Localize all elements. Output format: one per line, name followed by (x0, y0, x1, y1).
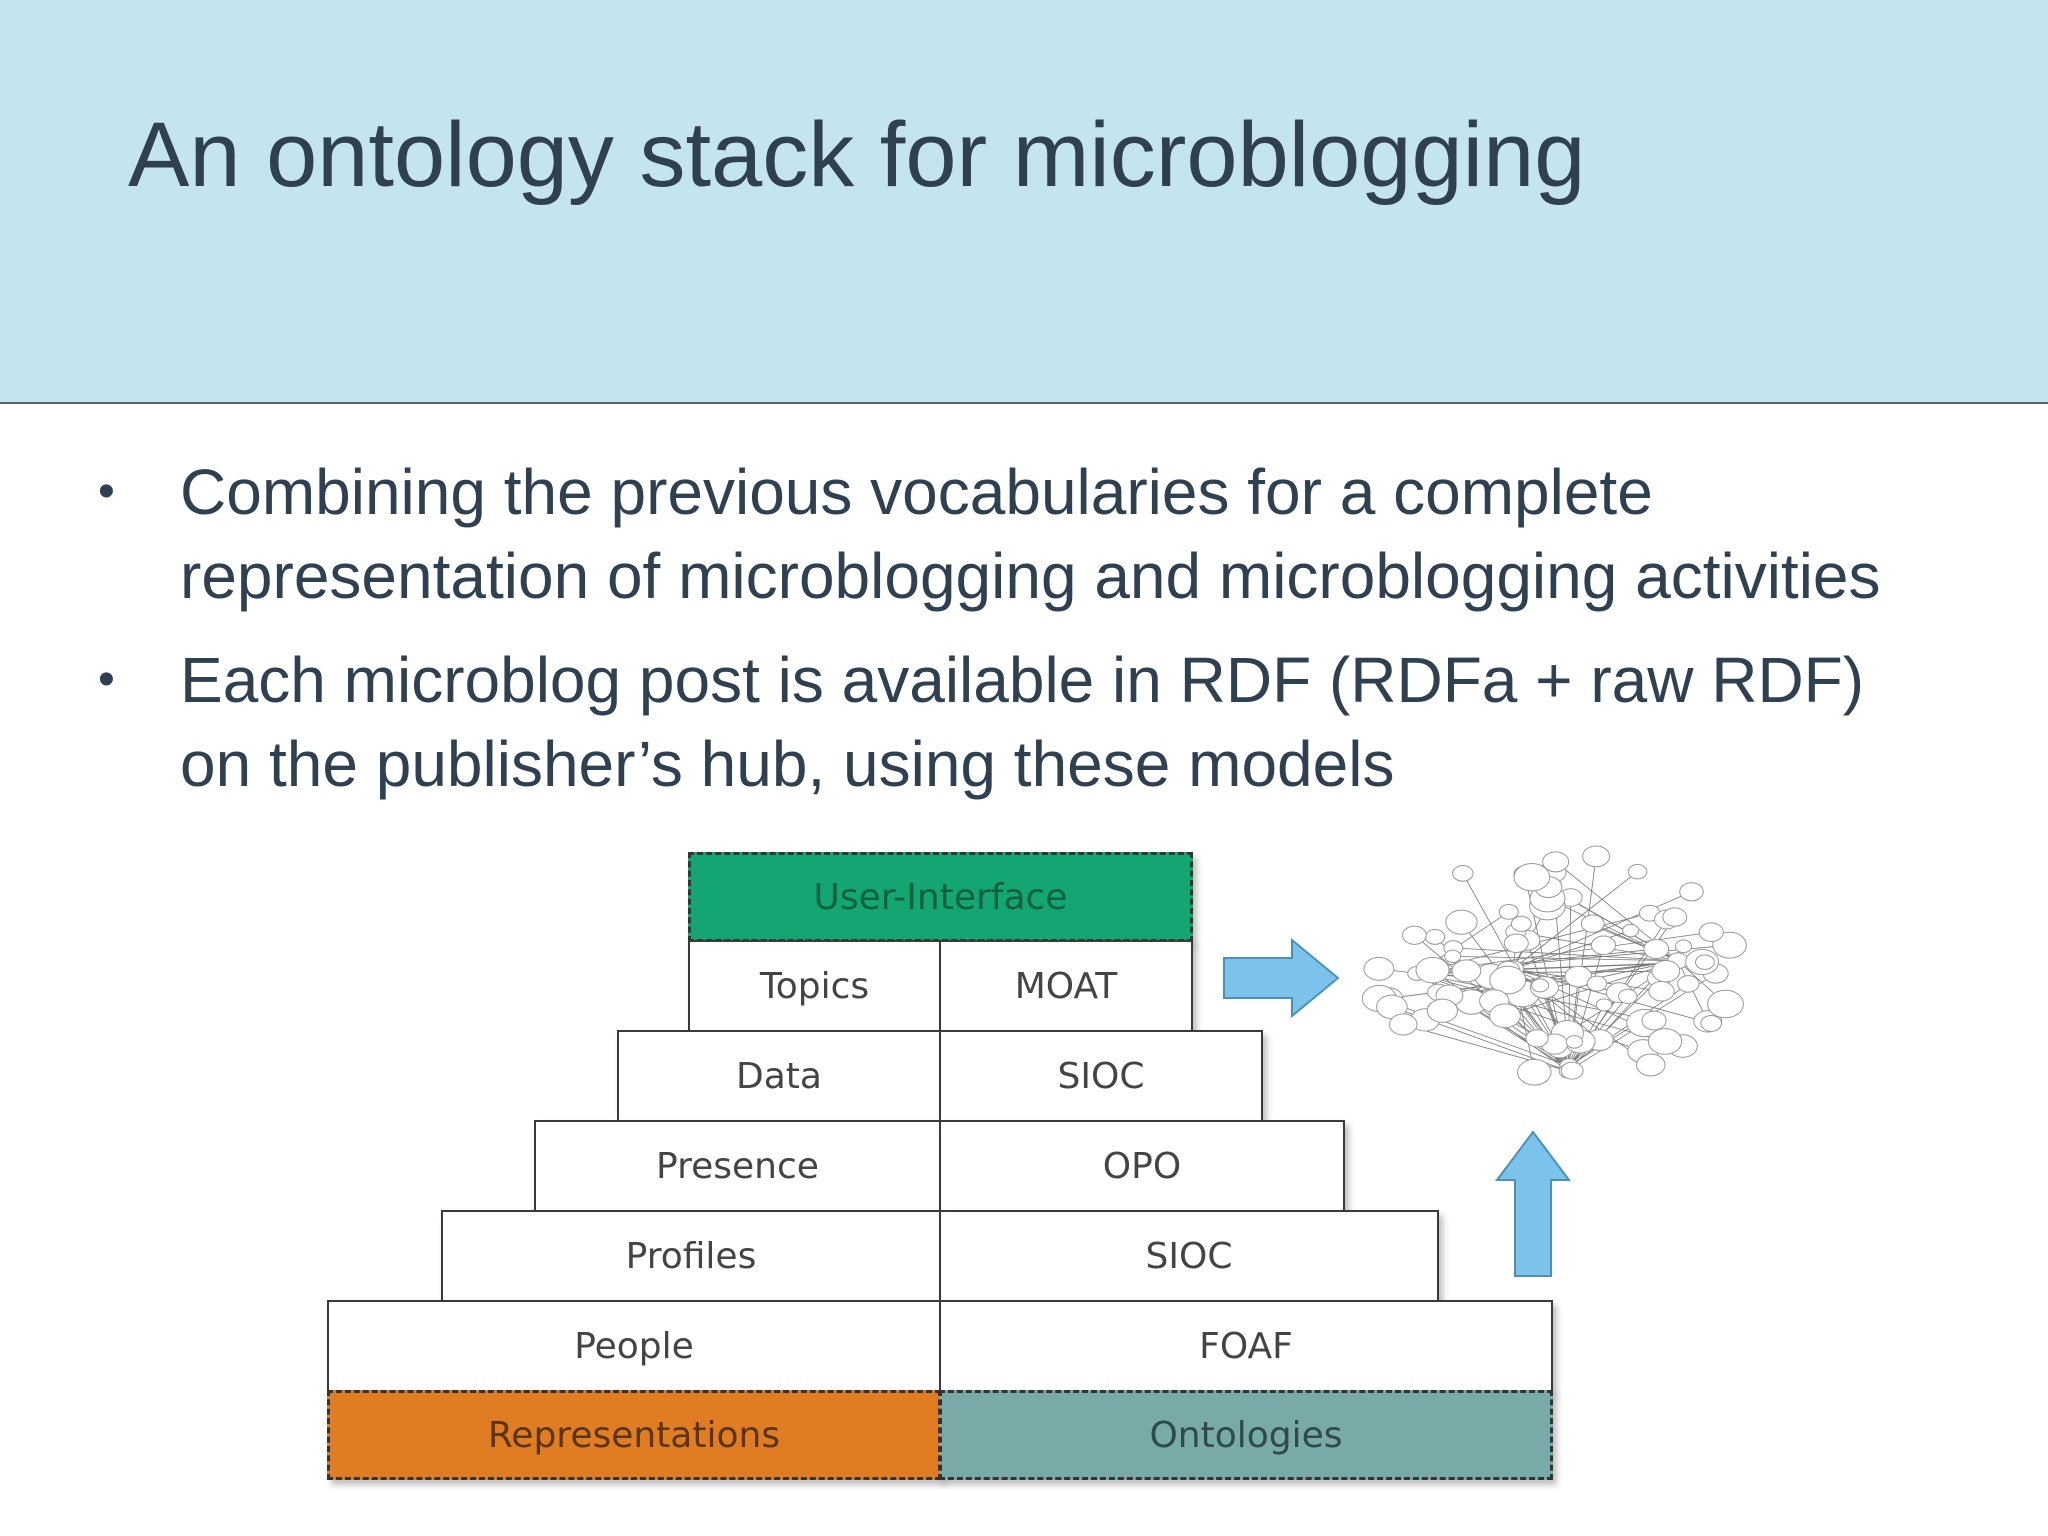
graph-node (1698, 922, 1724, 943)
user-interface-block: User-Interface (688, 852, 1193, 942)
layer-profiles: Profiles (441, 1210, 941, 1302)
layer-people: People (327, 1300, 941, 1392)
ontology-moat: MOAT (939, 940, 1193, 1032)
graph-node (1636, 1053, 1666, 1077)
ontology-foaf: FOAF (939, 1300, 1553, 1392)
graph-node (1662, 907, 1688, 927)
graph-node (1542, 851, 1570, 873)
rdf-graph-thumbnail (1361, 845, 1747, 1086)
graph-node (1590, 935, 1617, 955)
graph-node (1647, 1028, 1683, 1055)
bullet-dot-icon: • (98, 653, 115, 706)
graph-node (1531, 978, 1550, 993)
graph-node (1489, 1003, 1521, 1029)
layer-data: Data (617, 1030, 941, 1122)
graph-edge (1379, 998, 1570, 1067)
ontology-opo: OPO (939, 1120, 1345, 1212)
graph-node (1517, 1058, 1552, 1086)
graph-edge (1452, 955, 1679, 962)
graph-node (1503, 933, 1529, 953)
slide-title: An ontology stack for microblogging (128, 104, 1586, 206)
graph-node (1444, 949, 1462, 964)
bullet-line: Each microblog post is available in RDF … (180, 644, 1865, 716)
graph-node (1679, 882, 1704, 902)
graph-node (1513, 862, 1551, 892)
graph-node (1622, 923, 1640, 938)
graph-node (1565, 1035, 1583, 1049)
bullet-line: on the publisher’s hub, using these mode… (180, 728, 1395, 800)
graph-node (1498, 904, 1519, 920)
graph-node (1363, 956, 1395, 981)
graph-node (1707, 989, 1744, 1019)
graph-node (1564, 965, 1593, 988)
graph-node (1677, 975, 1700, 993)
bullet-line: representation of microblogging and micr… (180, 540, 1881, 612)
graph-node (1694, 954, 1715, 970)
ontology-sioc: SIOC (939, 1210, 1439, 1302)
graph-node (1712, 931, 1747, 959)
graph-node (1651, 959, 1681, 983)
graph-node (1595, 998, 1613, 1012)
graph-node (1582, 845, 1611, 868)
bullet-item: • Each microblog post is available in RD… (98, 638, 2028, 806)
arrow-up-icon (1495, 1130, 1571, 1277)
graph-edge (1453, 947, 1679, 962)
ontology-sioc: SIOC (939, 1030, 1263, 1122)
graph-node (1402, 925, 1427, 945)
graph-node (1648, 981, 1675, 1002)
layer-topics: Topics (688, 940, 941, 1032)
bullet-line: Combining the previous vocabularies for … (180, 456, 1653, 528)
graph-node (1424, 929, 1446, 945)
bullet-dot-icon: • (98, 465, 115, 518)
graph-node (1580, 914, 1605, 933)
graph-node (1489, 965, 1527, 995)
graph-node (1510, 915, 1532, 932)
graph-node (1627, 864, 1648, 880)
graph-node (1618, 988, 1638, 1004)
graph-edge (1416, 973, 1666, 1042)
slide-header: An ontology stack for microblogging (0, 0, 2048, 404)
graph-edge (1512, 930, 1631, 970)
representations-block: Representations (327, 1390, 941, 1480)
graph-node (1451, 959, 1482, 983)
graph-node (1643, 938, 1670, 959)
layer-presence: Presence (534, 1120, 941, 1212)
graph-node (1525, 1029, 1549, 1048)
arrow-right-icon (1223, 938, 1340, 1018)
graph-node (1415, 956, 1450, 984)
bullet-list: • Combining the previous vocabularies fo… (98, 450, 2028, 826)
graph-node (1641, 1010, 1667, 1031)
graph-node (1700, 1014, 1723, 1032)
bullet-item: • Combining the previous vocabularies fo… (98, 450, 2028, 618)
graph-node (1389, 1013, 1418, 1036)
graph-node (1445, 909, 1478, 935)
graph-node (1452, 865, 1474, 882)
graph-edge (1512, 871, 1638, 970)
graph-node (1674, 939, 1693, 954)
graph-node (1560, 1061, 1584, 1080)
graph-node (1586, 975, 1608, 992)
ontologies-block: Ontologies (939, 1390, 1553, 1480)
graph-node (1426, 998, 1458, 1023)
